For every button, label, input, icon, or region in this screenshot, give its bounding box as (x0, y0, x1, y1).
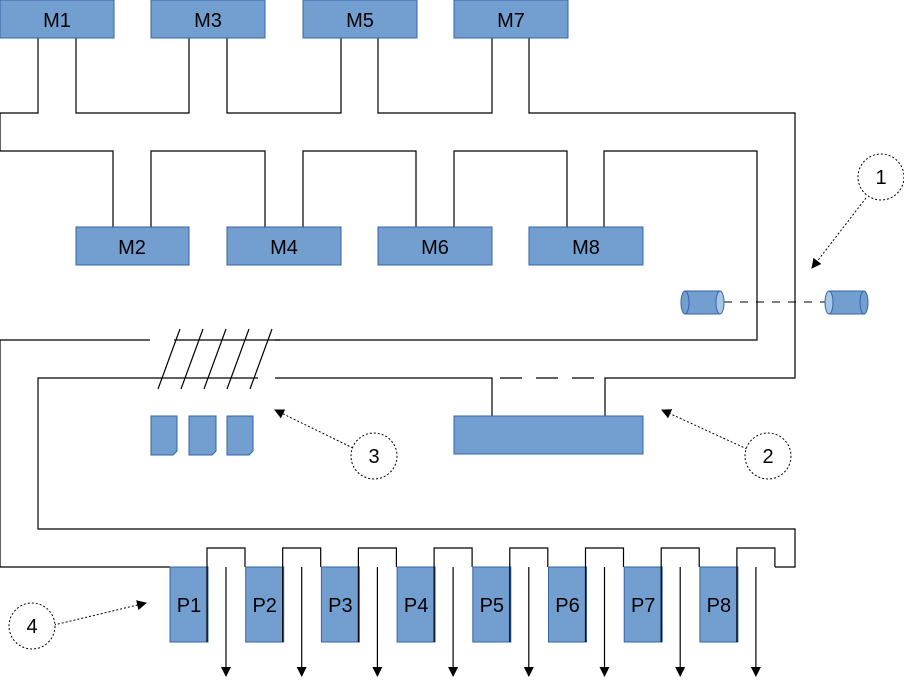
module-box-m4[interactable] (226, 226, 342, 266)
port-outlet-5 (509, 547, 549, 642)
module-box-m8[interactable] (528, 226, 644, 266)
port-2: P2 (245, 547, 322, 677)
port-outlet-4 (433, 547, 473, 642)
port-box-p4[interactable] (396, 566, 436, 643)
callout-2-circle[interactable] (744, 432, 792, 480)
port-box-p7[interactable] (623, 566, 663, 643)
port-outlet-2 (282, 547, 322, 642)
port-5: P5 (472, 547, 549, 677)
top-modules: M1 M3 M5 M7 (0, 0, 569, 39)
tile-1 (150, 415, 178, 456)
port-box-p3[interactable] (320, 566, 360, 643)
hatched-cut (150, 328, 280, 390)
tile-3 (226, 415, 254, 456)
upper-channel-outline (0, 38, 796, 568)
module-label-m5: M5 (346, 10, 374, 32)
module-box-m2[interactable] (75, 226, 190, 266)
callout-1-label: 1 (875, 167, 886, 189)
ports: P1 P2 P3 P4 P5 P6 P7 P8 (169, 547, 776, 677)
module-label-m6: M6 (421, 237, 449, 259)
port-label-p4: P4 (404, 595, 428, 617)
callout-2-arrow (661, 409, 748, 450)
module-label-m1: M1 (43, 10, 71, 32)
callout-4-circle[interactable] (8, 602, 56, 650)
port-outlet-1 (206, 547, 246, 642)
callout-1-arrow (811, 197, 867, 269)
port-7: P7 (623, 547, 700, 677)
module-label-m4: M4 (270, 237, 298, 259)
bottom-modules: M2 M4 M6 M8 (75, 226, 644, 266)
module-label-m7: M7 (497, 10, 525, 32)
port-outlet-3 (357, 547, 397, 642)
module-box-m5[interactable] (302, 0, 418, 39)
small-tiles (150, 415, 254, 456)
port-label-p2: P2 (252, 595, 276, 617)
port-label-p3: P3 (328, 595, 352, 617)
module-box-m7[interactable] (453, 0, 569, 39)
port-box-p5[interactable] (472, 566, 512, 643)
module-label-m2: M2 (118, 237, 146, 259)
module-box-m3[interactable] (150, 0, 266, 39)
callout-3-label: 3 (368, 446, 379, 468)
port-label-p6: P6 (555, 595, 579, 617)
callout-4-arrow (53, 600, 147, 626)
port-label-p5: P5 (480, 595, 504, 617)
callouts: 1 2 3 4 (8, 153, 904, 650)
port-1: P1 (169, 547, 246, 677)
module-box-m1[interactable] (0, 0, 115, 39)
port-8: P8 (699, 547, 776, 677)
callout-4-label: 4 (26, 616, 37, 638)
port-4: P4 (396, 547, 473, 677)
callout-2-label: 2 (762, 446, 773, 468)
callout-1-circle[interactable] (857, 153, 904, 201)
cylinder-left-icon (680, 290, 725, 315)
port-outlet-8 (736, 547, 776, 642)
port-outlet-6 (584, 547, 625, 642)
port-box-p2[interactable] (245, 566, 285, 643)
port-6: P6 (548, 547, 625, 677)
port-label-p1: P1 (177, 595, 201, 617)
port-box-p8[interactable] (699, 566, 739, 643)
callout-3-arrow (274, 409, 354, 449)
tile-2 (188, 415, 217, 456)
port-3: P3 (320, 547, 397, 677)
port-box-p1[interactable] (169, 566, 209, 643)
callout-3-circle[interactable] (350, 432, 398, 480)
cylinder-right-icon (824, 290, 869, 315)
long-bar[interactable] (453, 415, 644, 455)
port-label-p8: P8 (707, 595, 731, 617)
port-box-p6[interactable] (548, 566, 587, 643)
module-label-m8: M8 (572, 237, 600, 259)
module-box-m6[interactable] (377, 226, 493, 266)
module-label-m3: M3 (194, 10, 222, 32)
port-label-p7: P7 (631, 595, 655, 617)
port-outlet-7 (660, 547, 700, 642)
cylinder-link (680, 290, 869, 315)
